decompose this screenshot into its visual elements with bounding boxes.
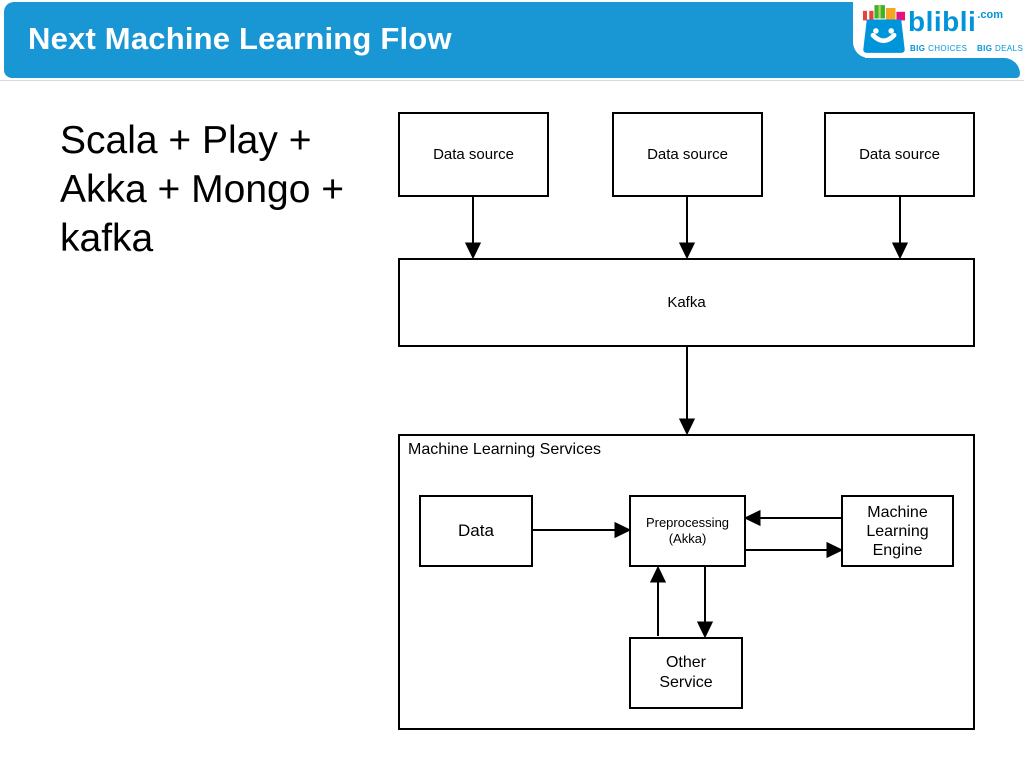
preprocessing-box: Preprocessing (Akka) <box>629 495 746 567</box>
arrow-source2-to-kafka <box>678 197 696 260</box>
ml-engine-box: Machine Learning Engine <box>841 495 954 567</box>
tagline-deals: DEALS <box>995 44 1024 53</box>
tech-stack-note: Scala + Play + Akka + Mongo + kafka <box>60 116 344 263</box>
tagline-choices: CHOICES <box>928 44 968 53</box>
slide-title: Next Machine Learning Flow <box>28 21 452 56</box>
preprocessing-label-line1: Preprocessing <box>645 515 730 530</box>
preprocessing-label-line2: (Akka) <box>668 531 707 546</box>
blibli-logo: blibli.com BIG CHOICES BIG DEALS <box>853 0 1024 58</box>
data-box-label: Data <box>458 521 494 540</box>
logo-brand-line: blibli.com <box>908 6 1004 38</box>
arrow-source1-to-kafka <box>464 197 482 260</box>
logo-tagline: BIG CHOICES BIG DEALS <box>910 44 1023 53</box>
data-source-box-1: Data source <box>398 112 549 197</box>
note-line-3: kafka <box>60 217 154 260</box>
engine-label-line3: Engine <box>872 541 923 559</box>
blibli-shopping-bag-icon <box>862 5 906 53</box>
arrow-source3-to-kafka <box>891 197 909 260</box>
header-divider <box>0 80 1024 81</box>
kafka-box: Kafka <box>398 258 975 347</box>
note-line-2: Akka + Mongo + <box>60 168 345 211</box>
ml-services-label: Machine Learning Services <box>408 441 601 458</box>
header-bar <box>4 2 865 78</box>
data-source-box-3: Data source <box>824 112 975 197</box>
other-service-label-line2: Service <box>659 674 713 691</box>
arrow-kafka-to-services <box>678 347 696 436</box>
data-source-1-label: Data source <box>433 146 514 163</box>
other-service-box: Other Service <box>629 637 743 709</box>
engine-label-line2: Learning <box>866 522 929 540</box>
data-source-2-label: Data source <box>647 146 728 163</box>
header-bar-strip <box>865 58 1020 78</box>
note-line-1: Scala + Play + <box>60 119 312 162</box>
tagline-big1: BIG <box>910 44 926 53</box>
logo-brand-text: blibli <box>908 6 977 37</box>
data-box: Data <box>419 495 533 567</box>
kafka-label: Kafka <box>667 294 706 311</box>
data-source-3-label: Data source <box>859 146 940 163</box>
engine-label-line1: Machine <box>867 503 928 521</box>
other-service-label-line1: Other <box>665 654 706 671</box>
tagline-big2: BIG <box>976 44 993 53</box>
logo-tld-text: .com <box>977 9 1004 21</box>
data-source-box-2: Data source <box>612 112 763 197</box>
